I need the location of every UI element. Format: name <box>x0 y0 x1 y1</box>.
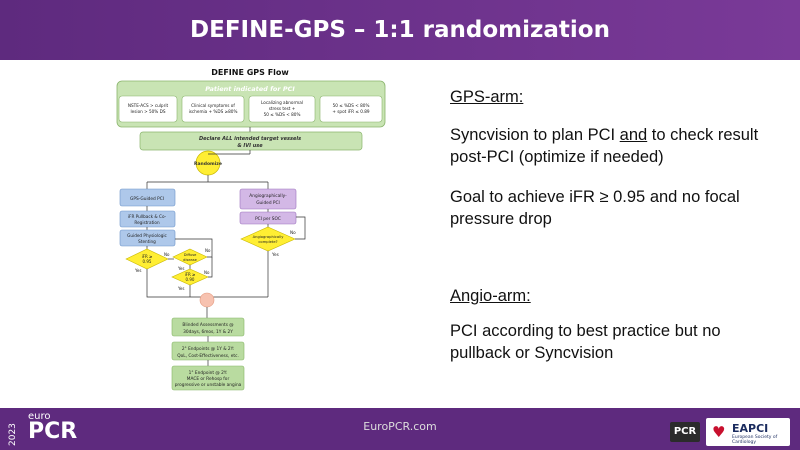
angio-complete-line2: complete? <box>258 240 277 244</box>
angio-line1: PCI according to best practice but no <box>450 322 721 340</box>
title-bar <box>0 0 800 60</box>
ifr2-no-label: No <box>204 270 210 275</box>
angio-arm-heading: Angio-arm: <box>450 287 531 305</box>
ifr-pullback-line2: Registration <box>134 220 160 225</box>
diffuse-line2: disease <box>183 258 197 262</box>
angio-complete-decision <box>240 226 296 252</box>
crit3-line1: Localizing abnormal <box>261 100 303 105</box>
ifr2-line1: iFR ≥ <box>185 272 196 277</box>
ifr-pullback-box <box>119 210 176 228</box>
crit3-line3: 50 ≤ %DS < 80% <box>264 112 301 117</box>
diffuse-yes-label: Yes <box>177 266 184 271</box>
slide-title: DEFINE-GPS – 1:1 randomization <box>190 17 610 43</box>
declare-line1: Declare ALL intended target vessels <box>199 136 301 142</box>
pci-soc-label: PCI per SOC <box>255 216 281 222</box>
crit4-line2: + spot iFR ≤ 0.89 <box>332 109 370 114</box>
footer-url[interactable]: EuroPCR.com <box>363 420 437 433</box>
criterion-nste-acs <box>118 95 178 123</box>
angio-guided-pci-box <box>239 188 297 210</box>
logo-pcr: PCR <box>28 419 78 444</box>
ifr-pullback-line1: iFR Pullback & Co- <box>128 214 167 219</box>
crit3-line2: stress test + <box>269 106 296 111</box>
merge-node <box>199 292 215 308</box>
guided-stenting-line1: Guided Physiologic <box>127 233 167 238</box>
gps-arm-line1: Syncvision to plan PCI and to check resu… <box>450 124 790 146</box>
secondary-line1: 2° Endpoints @ 1Y & 2Y: <box>182 346 234 352</box>
primary-endpoint-box <box>171 365 245 391</box>
blinded-line2: 30days, 6mos, 1Y & 2Y <box>183 329 233 335</box>
diffuse-disease-decision <box>172 248 208 266</box>
ifr1-yes-label: Yes <box>134 268 141 273</box>
patient-label: Patient indicated for PCI <box>205 85 295 93</box>
heart-icon: ♥ <box>712 423 726 441</box>
angio-no-label: No <box>290 230 296 235</box>
gps-line1-b: to check result <box>647 126 759 144</box>
primary-line1: 1° Endpoint @ 2Y: <box>189 370 228 376</box>
crit1-line1: NSTE-ACS > culprit <box>128 103 169 108</box>
crit2-line1: Clinical symptoms of <box>191 103 235 108</box>
ifr1-line1: iFR ≥ <box>142 254 153 259</box>
criterion-spot-ifr <box>319 95 383 123</box>
diffuse-no-label: No <box>205 248 211 253</box>
blinded-line1: Blinded Assessments @ <box>182 322 233 328</box>
gps-arm-label: GPS-Guided PCI <box>130 196 164 202</box>
ifr1-no-label: No <box>164 252 170 257</box>
gps-guided-pci-box <box>119 188 176 207</box>
angio-line2: pullback or Syncvision <box>450 344 614 362</box>
crit2-line2: ischemia + %DS ≥80% <box>189 109 238 114</box>
angio-complete-line1: Angiographically <box>253 235 285 239</box>
eapci-logo: ♥ EAPCI European Society of Cardiology <box>706 418 790 446</box>
angio-yes-label: Yes <box>271 252 279 257</box>
diffuse-line1: Diffuse <box>184 253 197 257</box>
gps-arm-heading: GPS-arm: <box>450 88 524 106</box>
criterion-symptoms <box>181 95 245 123</box>
gps-line1-and: and <box>619 126 648 144</box>
ifr2-yes-label: Yes <box>177 286 184 291</box>
footer-bar: 2023 euro PCR EuroPCR.com PCR ♥ EAPCI Eu… <box>0 408 800 450</box>
primary-line3: progressive or unstable angina <box>175 382 242 388</box>
crit1-line2: lesion > 50% DS <box>131 109 166 114</box>
goal-line1: Goal to achieve iFR ≥ 0.95 and no focal <box>450 188 740 206</box>
goal-line2: pressure drop <box>450 210 552 228</box>
ifr2-line2: 0.90 <box>186 277 195 282</box>
secondary-line2: QoL, Cost-Effectiveness, etc. <box>177 353 239 359</box>
guided-stenting-box <box>119 229 176 247</box>
flow-title: DEFINE GPS Flow <box>211 68 289 77</box>
eapci-subtitle: European Society of Cardiology <box>732 435 778 445</box>
define-gps-flow-diagram: DEFINE GPS Flow Patient indicated for PC… <box>116 68 386 391</box>
angio-arm-line2: Guided PCI <box>256 200 280 206</box>
primary-line2: MACE or Rehosp for <box>187 376 230 382</box>
eapci-text: EAPCI <box>732 422 769 435</box>
randomize-label: Randomize <box>194 161 222 167</box>
ifr1-line2: 0.95 <box>143 259 152 264</box>
declare-line2: & IVI use <box>237 143 263 149</box>
angio-arm-line1: Angiographically- <box>249 193 287 199</box>
gps-line1-a: Syncvision to plan PCI <box>450 126 620 144</box>
guided-stenting-line2: Stenting <box>138 239 156 244</box>
pcr-logo: PCR <box>670 422 700 442</box>
logo-euro: euro <box>28 411 51 422</box>
crit4-line1: 50 ≤ %DS < 80% <box>333 103 370 108</box>
gps-arm-line2: post-PCI (optimize if needed) <box>450 148 664 166</box>
declare-vessels-box <box>139 131 363 151</box>
criterion-stress-test <box>248 95 316 123</box>
